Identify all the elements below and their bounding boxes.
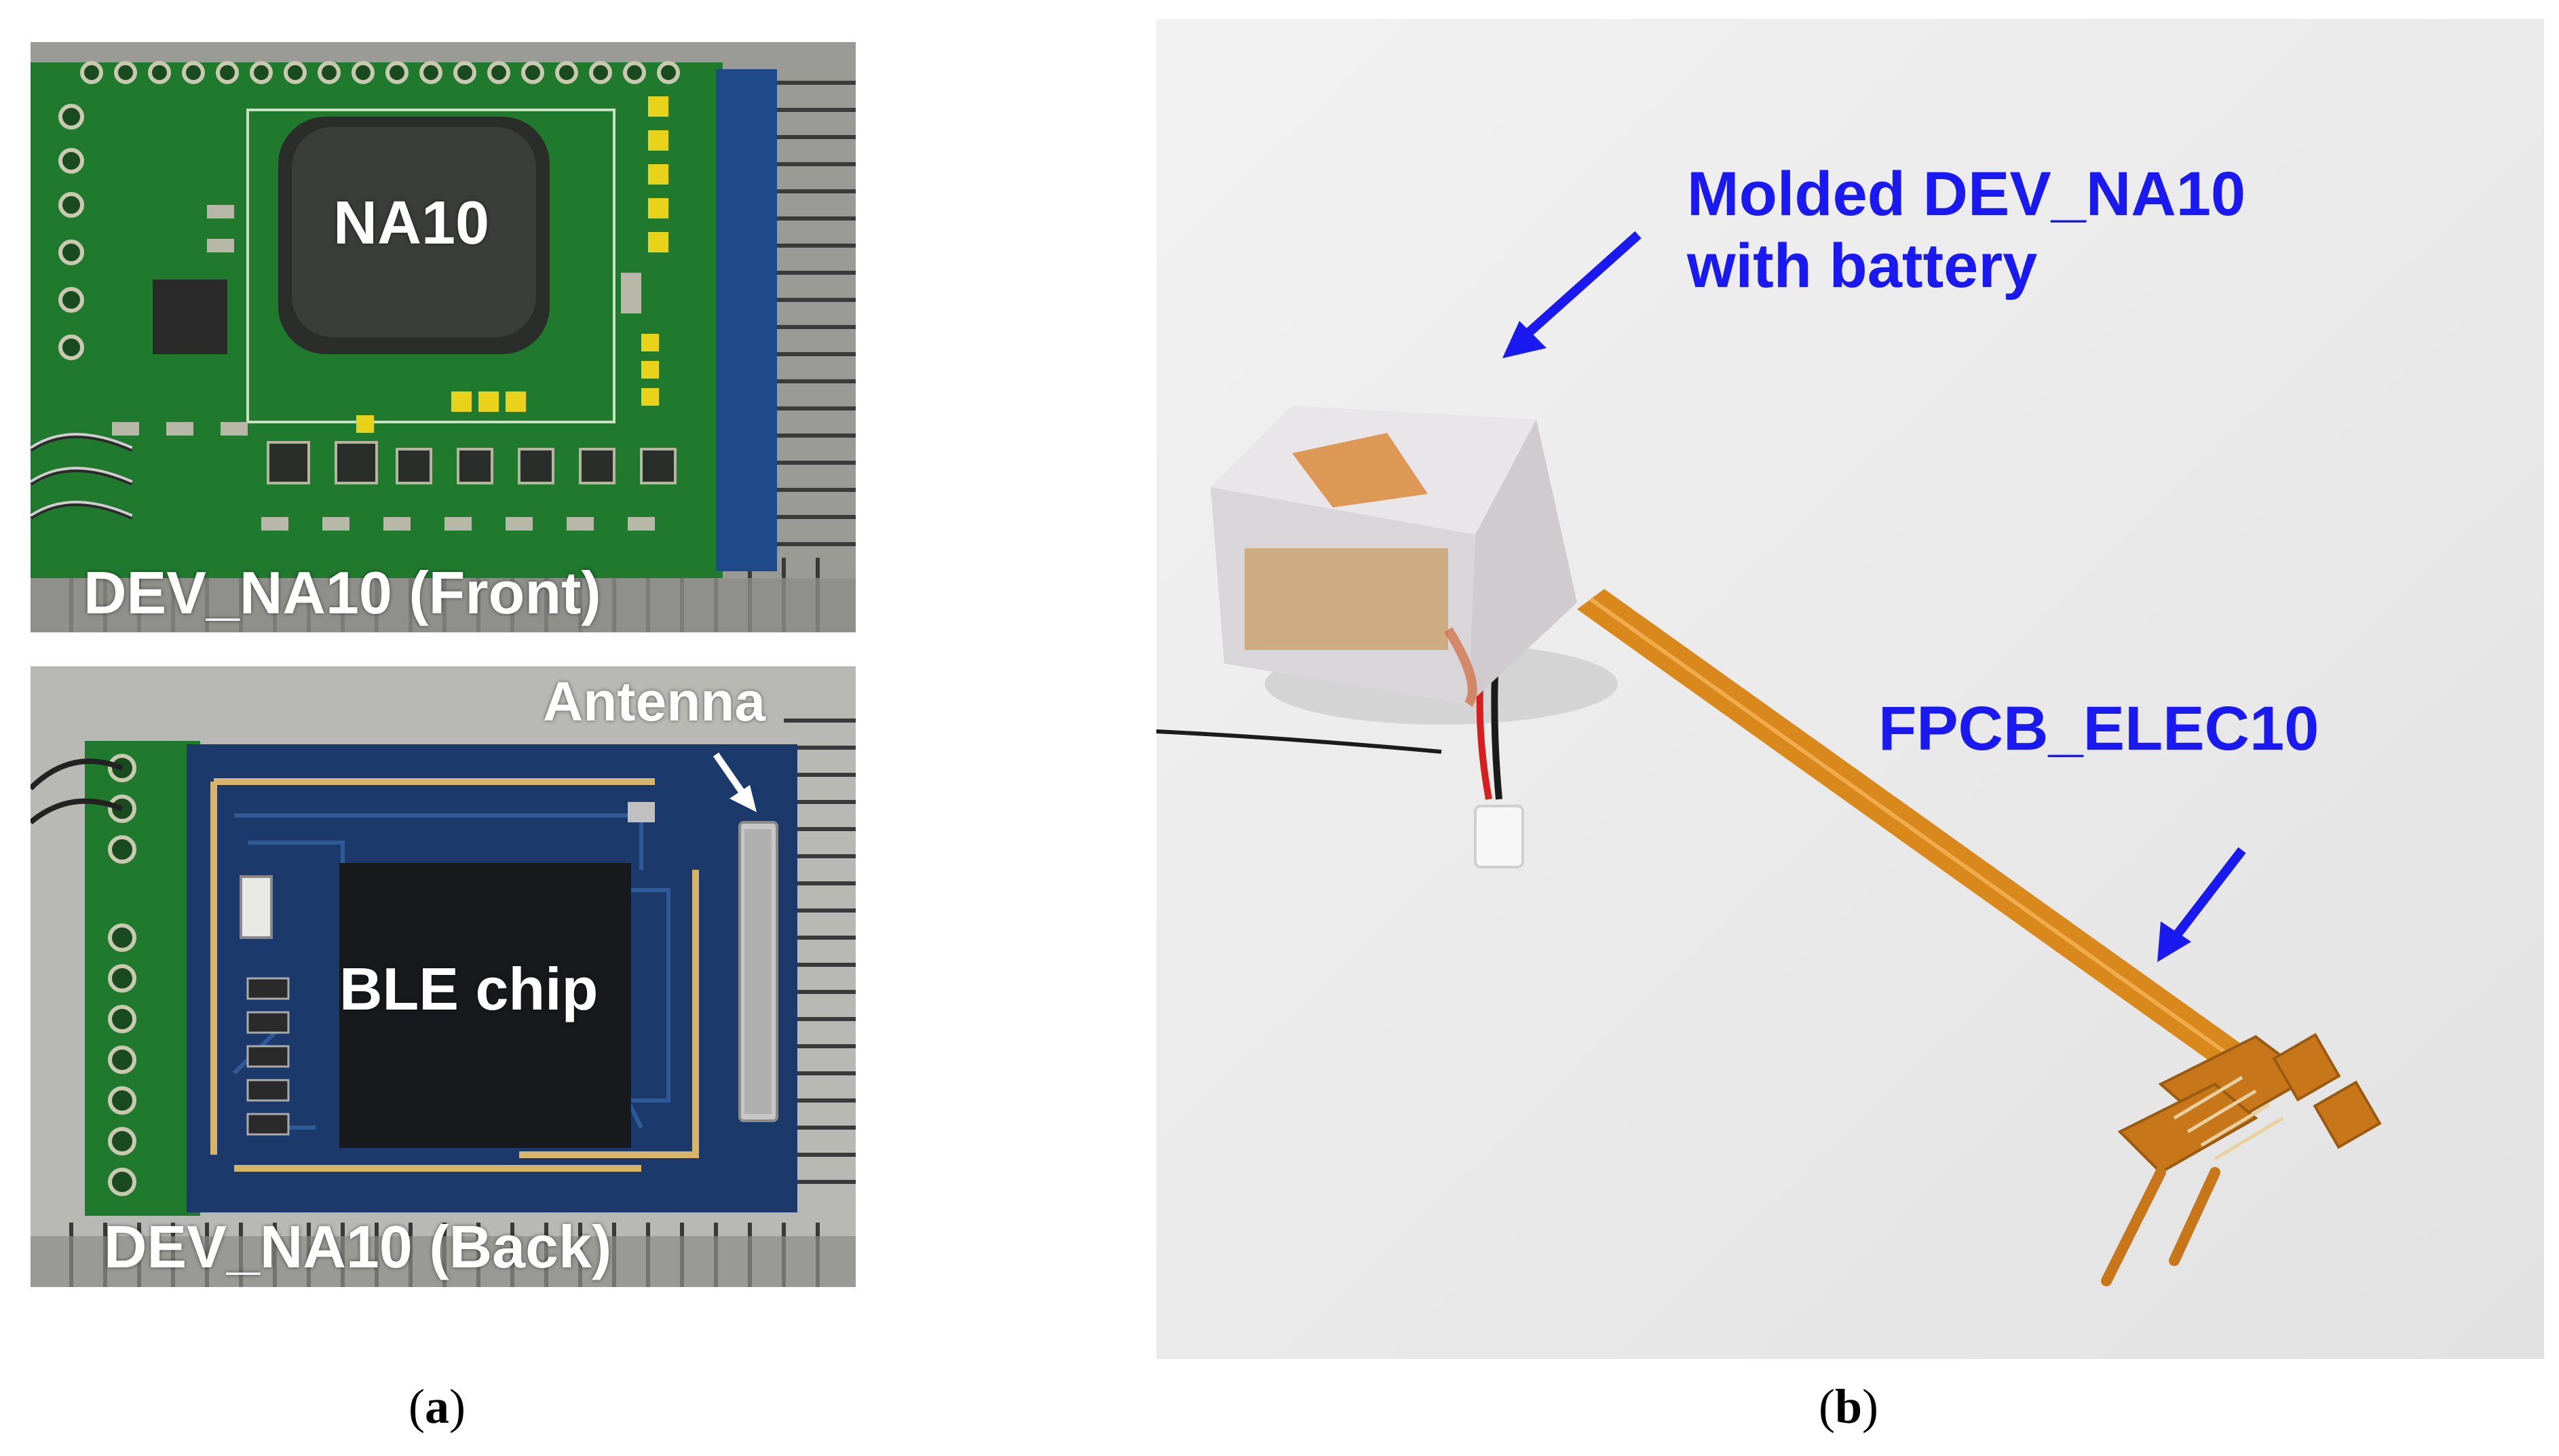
front-overlay-label: DEV_NA10 (Front) <box>83 559 601 626</box>
caption-a-open: ( <box>409 1379 425 1434</box>
fpcb-label: FPCB_ELEC10 <box>1878 694 2319 763</box>
molded-device-label-line1: Molded DEV_NA10 <box>1687 159 2246 229</box>
molded-device-label-line2: with battery <box>1687 231 2038 301</box>
molded-device-photo: Molded DEV_NA10 with battery FPCB_ELEC10 <box>1156 19 2544 1359</box>
caption-b-letter: b <box>1834 1379 1863 1434</box>
na10-chip-label: NA10 <box>333 189 490 257</box>
ble-chip-label: BLE chip <box>339 955 599 1022</box>
back-overlay-label: DEV_NA10 (Back) <box>104 1213 612 1280</box>
caption-a-letter: a <box>424 1379 449 1434</box>
caption-b: (b) <box>1819 1379 1878 1435</box>
back-board-photo: BLE chip Antenna DEV_NA10 (Back) <box>31 666 856 1287</box>
antenna-label: Antenna <box>543 671 765 733</box>
caption-a-close: ) <box>449 1379 466 1434</box>
caption-b-close: ) <box>1862 1379 1879 1434</box>
caption-a: (a) <box>409 1379 466 1435</box>
front-board-photo: NA10 DEV_NA10 (Front) <box>31 42 856 632</box>
caption-b-open: ( <box>1819 1379 1835 1434</box>
